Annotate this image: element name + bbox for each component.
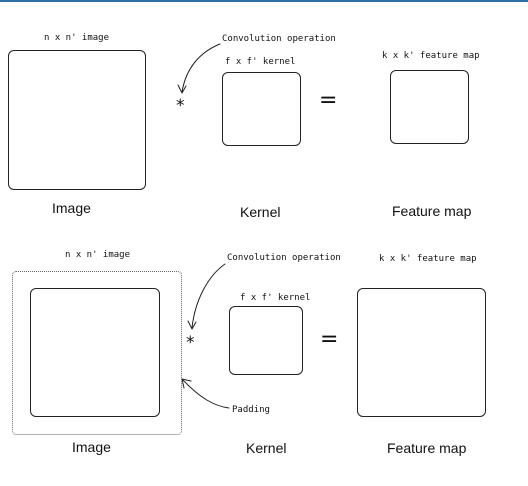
bottom-kernel-box: [229, 306, 303, 375]
padding-region: [12, 271, 182, 435]
top-conv-arrow-head: [177, 84, 187, 94]
bottom-feature-map-box: [357, 288, 486, 417]
top-conv-operation-label: Convolution operation: [222, 34, 336, 44]
top-feature-caption: Feature map: [392, 203, 472, 219]
top-kernel-box: [222, 72, 301, 146]
top-equals-symbol: =: [319, 88, 338, 113]
padding-arrow: [182, 379, 230, 409]
top-image-box: [8, 50, 146, 190]
bottom-feature-caption: Feature map: [387, 440, 467, 456]
padding-label: Padding: [232, 405, 270, 415]
bottom-multiply-symbol: *: [186, 333, 195, 353]
top-conv-arrow: [181, 43, 221, 93]
bottom-conv-operation-label: Convolution operation: [227, 253, 341, 263]
top-image-caption: Image: [52, 200, 91, 216]
top-kernel-caption: Kernel: [240, 204, 281, 220]
bottom-feature-dims-label: k x k' feature map: [379, 254, 477, 264]
bottom-image-box: [30, 288, 160, 417]
top-image-dims-label: n x n' image: [44, 33, 110, 43]
top-multiply-symbol: *: [176, 96, 185, 116]
bottom-kernel-caption: Kernel: [246, 440, 287, 456]
top-kernel-dims-label: f x f' kernel: [225, 57, 296, 67]
bottom-equals-symbol: =: [320, 327, 339, 352]
header-rule: [0, 0, 528, 2]
padding-arrow-head: [181, 378, 192, 389]
bottom-conv-arrow: [191, 263, 226, 329]
top-feature-map-box: [390, 70, 469, 144]
bottom-conv-arrow-head: [187, 320, 197, 330]
top-feature-dims-label: k x k' feature map: [382, 51, 480, 61]
bottom-kernel-dims-label: f x f' kernel: [240, 293, 311, 303]
bottom-image-caption: Image: [72, 439, 111, 455]
bottom-image-dims-label: n x n' image: [65, 250, 131, 260]
